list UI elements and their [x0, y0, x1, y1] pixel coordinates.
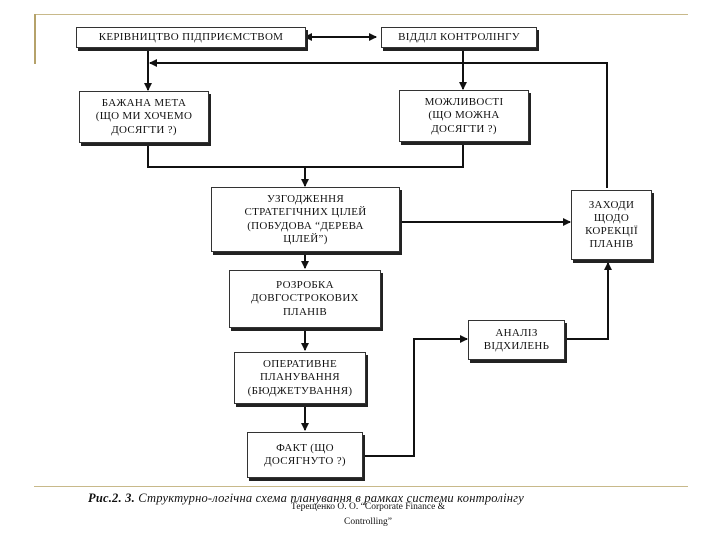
controlling-dept-label: ВІДДІЛ КОНТРОЛІНГУ — [398, 30, 520, 43]
long-term-plans-label: РОЗРОБКА ДОВГОСТРОКОВИХ ПЛАНІВ — [251, 279, 359, 318]
deviation-analysis-label: АНАЛІЗ ВІДХИЛЕНЬ — [483, 326, 550, 352]
desired-goal-box: БАЖАНА МЕТА (ЩО МИ ХОЧЕМО ДОСЯГТИ ?) — [79, 91, 209, 143]
footer-line-1: Терещенко О. О. “Corporate Finance & — [290, 502, 446, 512]
long-term-plans-box: РОЗРОБКА ДОВГОСТРОКОВИХ ПЛАНІВ — [229, 270, 381, 328]
footer-line-2: Controlling” — [343, 516, 393, 527]
management-box: КЕРІВНИЦТВО ПІДПРИЄМСТВОМ — [76, 27, 306, 48]
possibilities-label: МОЖЛИВОСТІ (ЩО МОЖНА ДОСЯГТИ ?) — [424, 96, 504, 135]
slide-footer: Терещенко О. О. “Corporate Finance & Con… — [268, 500, 468, 529]
figure-caption: Рис.2. 3. Структурно-логічна схема плану… — [88, 491, 524, 506]
management-label: КЕРІВНИЦТВО ПІДПРИЄМСТВОМ — [98, 30, 284, 43]
controlling-dept-box: ВІДДІЛ КОНТРОЛІНГУ — [381, 27, 537, 48]
slide-frame-bottom-line — [34, 486, 688, 487]
operational-planning-label: ОПЕРАТИВНЕ ПЛАНУВАННЯ (БЮДЖЕТУВАННЯ) — [247, 358, 353, 397]
merge-goal-possibilities — [147, 143, 464, 168]
fact-box: ФАКТ (ЩО ДОСЯГНУТО ?) — [247, 432, 363, 478]
fact-label: ФАКТ (ЩО ДОСЯГНУТО ?) — [264, 441, 346, 467]
coordination-label: УЗГОДЖЕННЯ СТРАТЕГІЧНИХ ЦІЛЕЙ (ПОБУДОВА … — [244, 193, 367, 245]
desired-goal-label: БАЖАНА МЕТА (ЩО МИ ХОЧЕМО ДОСЯГТИ ?) — [95, 97, 193, 136]
slide-frame-top-line — [34, 14, 688, 15]
correction-measures-label: ЗАХОДИ ЩОДО КОРЕКЦІЇ ПЛАНІВ — [585, 198, 638, 251]
line-fact-to-analysis — [362, 335, 468, 457]
figure-caption-label: Рис.2. 3. — [88, 491, 135, 505]
correction-measures-box: ЗАХОДИ ЩОДО КОРЕКЦІЇ ПЛАНІВ — [571, 190, 652, 260]
coordination-box: УЗГОДЖЕННЯ СТРАТЕГІЧНИХ ЦІЛЕЙ (ПОБУДОВА … — [211, 187, 400, 252]
arrow-analysis-correction — [565, 262, 612, 340]
deviation-analysis-box: АНАЛІЗ ВІДХИЛЕНЬ — [468, 320, 565, 360]
feedback-line-to-top — [149, 59, 608, 188]
figure-caption-text: Структурно-логічна схема планування в ра… — [138, 491, 524, 505]
slide-frame-left-line — [34, 14, 36, 64]
possibilities-box: МОЖЛИВОСТІ (ЩО МОЖНА ДОСЯГТИ ?) — [399, 90, 529, 142]
operational-planning-box: ОПЕРАТИВНЕ ПЛАНУВАННЯ (БЮДЖЕТУВАННЯ) — [234, 352, 366, 404]
